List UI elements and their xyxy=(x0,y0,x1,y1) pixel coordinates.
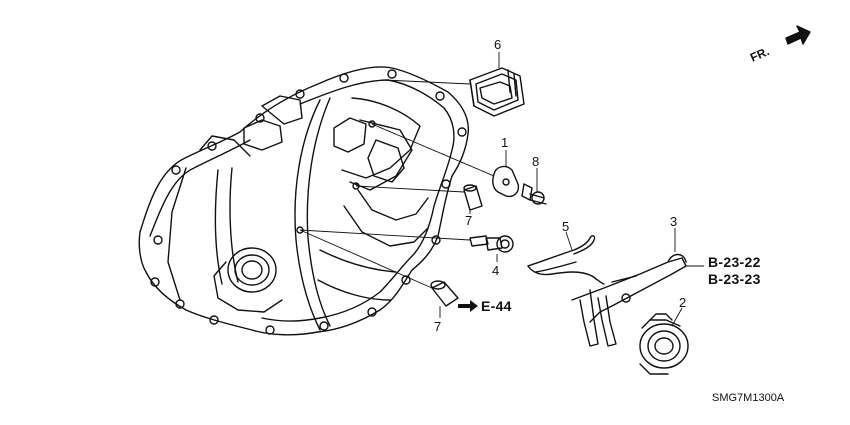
callout-3: 3 xyxy=(670,214,678,229)
transmission-housing xyxy=(138,66,469,336)
part-7-lower-dowel xyxy=(430,280,459,307)
e44-arrow-icon xyxy=(458,300,478,312)
callout-2: 2 xyxy=(679,295,687,310)
part-4-bolt xyxy=(469,235,514,253)
fr-arrow-icon xyxy=(785,25,811,45)
reference-b-23-22: B-23-22 xyxy=(708,254,761,270)
reference-e-44: E-44 xyxy=(481,298,512,314)
callout-4: 4 xyxy=(492,263,500,278)
leader-lines xyxy=(299,52,704,327)
callout-6: 6 xyxy=(494,37,502,52)
callout-1: 1 xyxy=(501,135,509,150)
callout-8: 8 xyxy=(532,154,540,169)
diagram-code: SMG7M1300A xyxy=(712,392,785,404)
callout-7-lower: 7 xyxy=(434,319,442,334)
callout-5: 5 xyxy=(562,219,570,234)
part-8-bolt xyxy=(521,183,547,205)
part-7-upper-dowel xyxy=(463,184,483,211)
callout-7-upper: 7 xyxy=(465,213,473,228)
part-2-release-bearing xyxy=(639,313,689,375)
part-6-boot xyxy=(469,67,525,117)
reference-b-23-23: B-23-23 xyxy=(708,271,761,287)
part-1-plate xyxy=(492,165,520,198)
part-5-spring xyxy=(527,235,605,285)
